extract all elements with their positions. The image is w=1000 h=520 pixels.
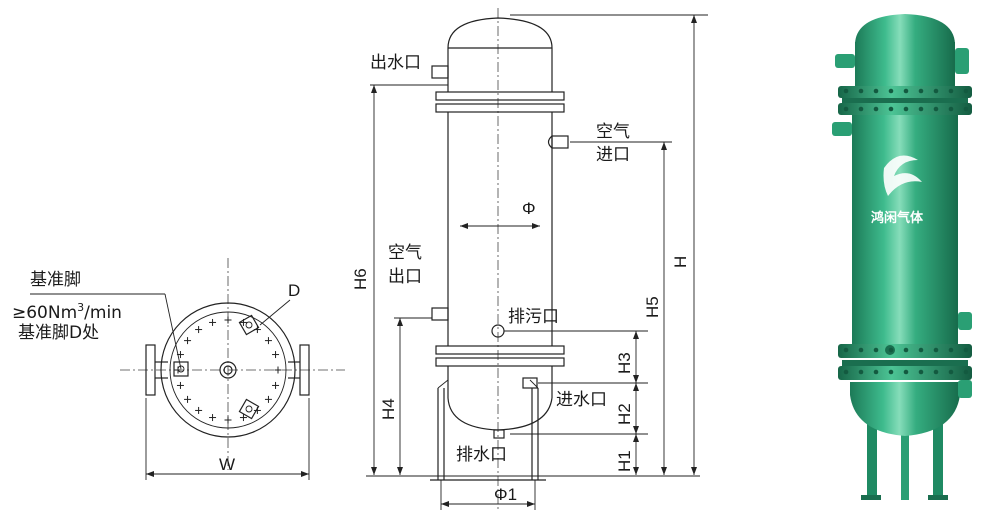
flange-bolt [933, 347, 939, 353]
flange-bolt [948, 369, 954, 375]
flange-bolt [843, 347, 849, 353]
flange-bolt [948, 106, 954, 112]
flange-bolt [843, 369, 849, 375]
water-drain-label: 排水口 [456, 445, 507, 465]
dim-phi-label: Φ [522, 199, 536, 218]
flange-bolt [963, 106, 969, 112]
flange-bolt [888, 347, 894, 353]
flange-bolt [858, 88, 864, 94]
flange-bolt [918, 369, 924, 375]
flange-bolt [843, 106, 849, 112]
flange-bolt [858, 347, 864, 353]
base-foot-d-label: 基准脚D处 [18, 323, 99, 343]
water-drain-nozzle [493, 429, 505, 439]
flange-bolt [858, 369, 864, 375]
flange-bolt [933, 369, 939, 375]
flange-bolt [933, 88, 939, 94]
dim-phi1-label: Φ1 [494, 485, 517, 504]
base-foot-label: 基准脚 [30, 270, 81, 290]
flow-rate-label: ≥60Nm3/min [12, 301, 122, 323]
flange-bolt [963, 347, 969, 353]
plan-view: 基准脚 ≥60Nm3/min 基准脚D处 D W [12, 258, 345, 480]
base-foot-2 [238, 314, 260, 336]
photo-flange-bolts [843, 88, 969, 375]
flange-bolt [873, 347, 879, 353]
dim-h1-label: H1 [615, 450, 634, 472]
flange-bolt [933, 106, 939, 112]
flange-bolt [873, 369, 879, 375]
flange-bolt [963, 88, 969, 94]
product-photo: 鸿闲气体 [832, 14, 972, 500]
flange-bolt [918, 106, 924, 112]
flange-bolt [858, 106, 864, 112]
dim-h5-label: H5 [643, 296, 662, 318]
flange-bolt [873, 106, 879, 112]
water-inlet-nozzle [522, 377, 538, 389]
flange-bolt [873, 88, 879, 94]
air-inlet-nozzle [551, 135, 569, 149]
flange-bolt [903, 106, 909, 112]
flange-bolt [888, 88, 894, 94]
dim-h6-label: H6 [351, 268, 370, 290]
elevation-view: 出水口 空气 进口 空气 出口 排污口 进水口 排水口 Φ Φ1 H H5 H3… [351, 8, 708, 510]
flange-bolt [918, 347, 924, 353]
air-inlet-label-1: 空气 [596, 122, 630, 142]
flange-bolt [843, 88, 849, 94]
flange-bolt [948, 347, 954, 353]
flange-bolt [918, 88, 924, 94]
water-outlet-label: 出水口 [370, 53, 421, 73]
dim-d-label: D [288, 281, 300, 300]
air-outlet-nozzle [431, 307, 449, 321]
flange-bolt [948, 88, 954, 94]
drain-outlet-label: 排污口 [508, 307, 559, 327]
water-outlet-nozzle [431, 65, 449, 79]
flange-bolt [963, 369, 969, 375]
flange-bolt [903, 347, 909, 353]
flange-bolt [903, 88, 909, 94]
air-outlet-label-2: 出口 [388, 267, 422, 287]
air-inlet-label-2: 进口 [596, 145, 630, 165]
air-outlet-label-1: 空气 [388, 243, 422, 263]
brand-logo-text: 鸿闲气体 [871, 210, 924, 226]
water-inlet-label: 进水口 [556, 390, 607, 410]
dim-h3-label: H3 [615, 352, 634, 374]
bolt-holes [174, 316, 282, 424]
base-foot-1 [173, 361, 189, 377]
flange-outer-circle [160, 302, 296, 438]
base-foot-3 [238, 398, 260, 420]
flange-bolt [888, 106, 894, 112]
flange-bolt [888, 369, 894, 375]
dim-h2-label: H2 [615, 403, 634, 425]
dim-h4-label: H4 [379, 398, 398, 420]
dim-h-label: H [671, 256, 690, 268]
dim-w-label: W [219, 455, 235, 474]
brand-logo-icon [883, 155, 922, 196]
flange-bolt [903, 369, 909, 375]
